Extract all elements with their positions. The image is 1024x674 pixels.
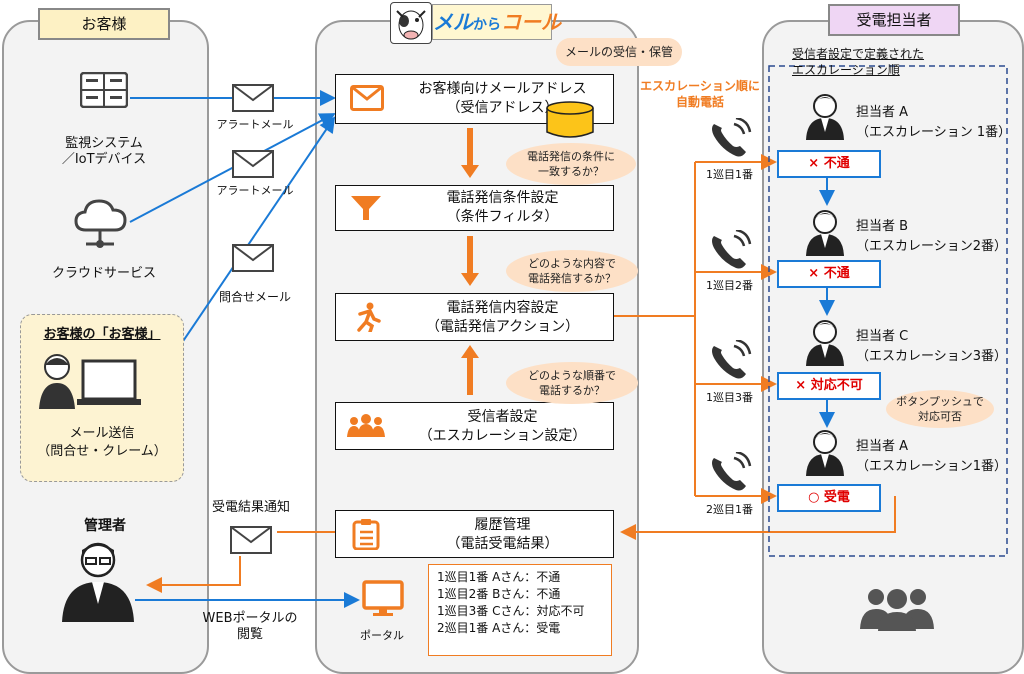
envelope-icon	[230, 526, 272, 558]
cloud-icon	[72, 196, 130, 256]
condition-filter-box: 電話発信条件設定 （条件フィルタ）	[335, 185, 614, 231]
staff-name: 担当者 A	[856, 105, 909, 120]
admin-person-icon	[58, 540, 138, 626]
end-customer-box: お客様の「お客様」 メール送信 （問合せ・クレーム）	[20, 314, 184, 482]
escalation-defined-label: 受信者設定で定義された エスカレーション順	[792, 47, 925, 77]
history-note-line: 2巡目1番 Aさん：受電	[437, 621, 561, 635]
server-icon	[79, 71, 129, 112]
status-badge: × 対応不可	[777, 372, 881, 400]
phone-icon	[708, 338, 752, 384]
clipboard-icon	[352, 518, 380, 554]
group-icon	[346, 413, 386, 443]
alert-mail-label-1: アラートメール	[216, 118, 294, 131]
round-label: 2巡目1番	[706, 503, 753, 516]
phone-icon	[708, 450, 752, 496]
envelope-icon	[232, 150, 274, 182]
logo-text: メルからコール	[432, 4, 561, 40]
round-label: 1巡目2番	[706, 279, 753, 292]
staff-person-icon	[805, 428, 845, 480]
history-note: 1巡目1番 Aさん：不通 1巡目2番 Bさん：不通 1巡目3番 Cさん：対応不可…	[428, 564, 612, 656]
cloud-service-label: クラウドサービス	[51, 266, 156, 281]
staff-name: 担当者 C	[856, 329, 909, 344]
envelope-icon	[232, 84, 274, 116]
staff-order: （エスカレーション2番）	[856, 239, 1008, 254]
admin-title: 管理者	[84, 518, 126, 534]
person-laptop-icon	[37, 351, 147, 415]
bubble-action: どのような内容で 電話発信するか？	[506, 250, 638, 292]
logo: メルからコール	[390, 2, 561, 44]
phone-icon	[708, 228, 752, 274]
logo-text-mel: メル	[433, 10, 473, 34]
history-note-line: 1巡目1番 Aさん：不通	[437, 570, 561, 584]
recipient-setting-label: 受信者設定 （エスカレーション設定）	[418, 409, 587, 444]
alert-mail-label-2: アラートメール	[216, 184, 294, 197]
running-person-icon	[350, 302, 382, 336]
escalation-caption: エスカレーション順に 自動電話	[640, 79, 760, 109]
call-action-label: 電話発信内容設定 （電話発信アクション）	[425, 300, 580, 335]
staff-person-icon	[805, 92, 845, 144]
portal-view-label: WEBポータルの 閲覧	[202, 611, 298, 642]
portal-label: ポータル	[360, 629, 404, 642]
status-badge: × 不通	[777, 150, 881, 178]
receive-address-box: お客様向けメールアドレス （受信アドレス）	[335, 74, 614, 124]
call-action-box: 電話発信内容設定 （電話発信アクション）	[335, 293, 614, 341]
bubble-mail-receive: メールの受信・保管	[556, 38, 682, 66]
recipient-setting-box: 受信者設定 （エスカレーション設定）	[335, 402, 614, 450]
envelope-icon	[232, 244, 274, 276]
monitor-icon	[362, 580, 404, 622]
staff-person-icon	[805, 318, 845, 370]
cow-mascot-icon	[390, 2, 432, 44]
monitoring-system-label: 監視システム ／IoTデバイス	[61, 136, 147, 167]
round-label: 1巡目1番	[706, 168, 753, 181]
end-customer-title: お客様の「お客様」	[43, 327, 161, 342]
filter-icon	[350, 194, 382, 226]
staff-order: （エスカレーション 1番）	[856, 125, 1012, 140]
staff-order: （エスカレーション3番）	[856, 349, 1008, 364]
status-badge: ○ 受電	[777, 484, 881, 512]
history-box: 履歴管理 （電話受電結果）	[335, 510, 614, 558]
receive-address-label: お客様向けメールアドレス （受信アドレス）	[418, 81, 587, 116]
bubble-push-button: ボタンプッシュで 対応可否	[886, 390, 994, 428]
bubble-order: どのような順番で 電話するか？	[506, 362, 638, 404]
round-label: 1巡目3番	[706, 391, 753, 404]
group-people-icon	[858, 585, 936, 635]
history-note-line: 1巡目3番 Cさん：対応不可	[437, 604, 585, 618]
logo-text-call: コール	[501, 10, 561, 34]
database-icon	[545, 100, 595, 144]
recipients-panel-title: 受電担当者	[828, 4, 960, 36]
inquiry-mail-label: 問合せメール	[218, 290, 291, 304]
history-label: 履歴管理 （電話受電結果）	[446, 517, 559, 552]
status-badge: × 不通	[777, 260, 881, 288]
mail-icon	[350, 85, 384, 115]
staff-name: 担当者 B	[856, 219, 909, 234]
condition-filter-label: 電話発信条件設定 （条件フィルタ）	[446, 190, 559, 225]
staff-person-icon	[805, 208, 845, 260]
end-customer-caption: メール送信 （問合せ・クレーム）	[37, 426, 167, 459]
history-note-line: 1巡目2番 Bさん：不通	[437, 587, 561, 601]
result-notify-label: 受電結果通知	[211, 500, 290, 515]
customers-panel-title: お客様	[38, 8, 170, 40]
phone-icon	[708, 116, 752, 162]
staff-order: （エスカレーション1番）	[856, 459, 1008, 474]
bubble-condition: 電話発信の条件に 一致するか？	[506, 143, 636, 185]
staff-name: 担当者 A	[856, 439, 909, 454]
logo-text-kara: から	[473, 17, 501, 33]
